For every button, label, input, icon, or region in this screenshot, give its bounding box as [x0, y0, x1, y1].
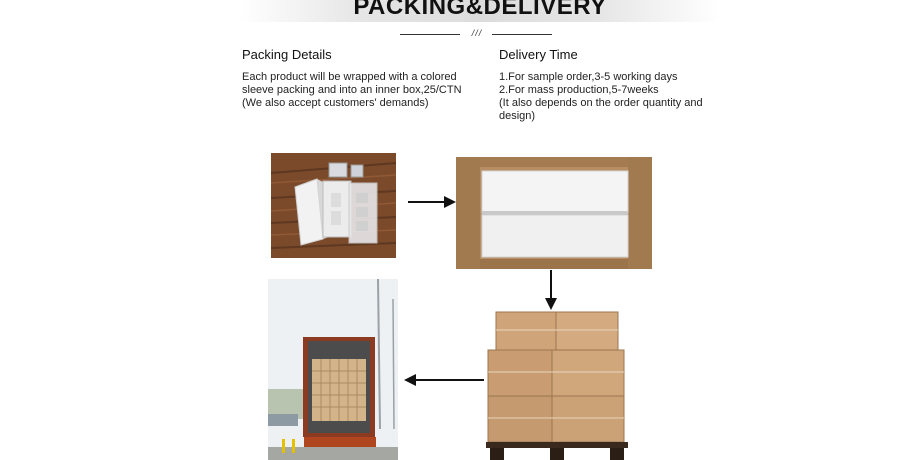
open-carton-illustration [456, 157, 652, 269]
packing-line: (We also accept customers' demands) [242, 97, 429, 109]
divider-mark: /// [471, 28, 483, 38]
delivery-line: 1.For sample order,3-5 working days [499, 71, 678, 83]
packing-details-section: Packing Details Each product will be wra… [242, 47, 472, 110]
delivery-line: (It also depends on the order quantity a… [499, 97, 703, 109]
delivery-time-heading: Delivery Time [499, 47, 578, 62]
delivery-line: 2.For mass production,5-7weeks [499, 84, 659, 96]
pallet-cartons-illustration [486, 311, 628, 460]
page-title: PACKING&DELIVERY [353, 0, 607, 20]
product-packaging-photo [271, 153, 396, 258]
delivery-time-section: Delivery Time 1.For sample order,3-5 wor… [499, 47, 709, 123]
packing-details-heading: Packing Details [242, 47, 332, 62]
palletized-cartons-photo [486, 308, 628, 460]
arrow-down-icon [544, 270, 558, 310]
arrow-left-icon [404, 373, 484, 387]
divider-left [400, 34, 460, 35]
product-packaging-illustration [271, 153, 396, 258]
title-banner: PACKING&DELIVERY [240, 0, 720, 22]
container-loading-photo [268, 279, 398, 460]
packing-line: Each product will be wrapped with a colo… [242, 71, 457, 83]
arrow-right-icon [408, 195, 456, 209]
divider-right [492, 34, 552, 35]
packing-line: sleeve packing and into an inner box,25/… [242, 84, 462, 96]
container-truck-illustration [268, 279, 398, 460]
delivery-line: design) [499, 110, 536, 122]
carton-inner-boxes-photo [456, 157, 652, 269]
